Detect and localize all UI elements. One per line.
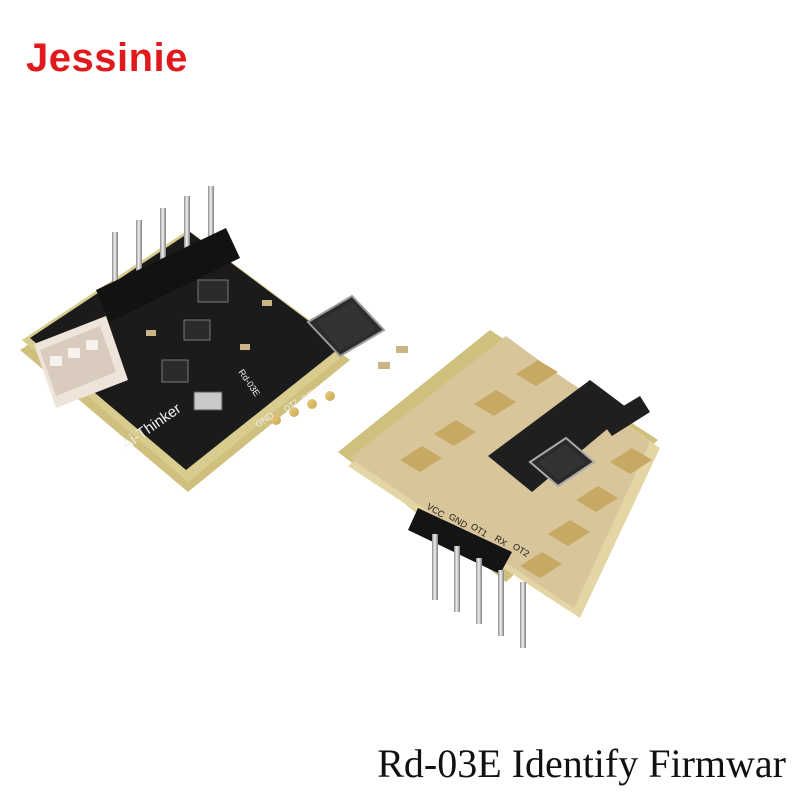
back-header-pins (408, 508, 526, 648)
back-radar-chip (528, 436, 596, 488)
brand-logo: Jessinie (26, 36, 188, 80)
back-board: VCC GND OT1 RX OT2 (338, 330, 660, 648)
front-silkscreen-pin-5v: 5V (322, 380, 336, 393)
product-caption: Rd-03E Identify Firmwar (377, 741, 786, 786)
front-radar-chip (306, 294, 386, 358)
front-board: Ai-Thinker Rd-03E GND OT2 OT1 5V (20, 186, 408, 492)
jst-connector (34, 316, 128, 408)
back-trace-band (488, 380, 630, 492)
antenna-patches (400, 360, 652, 578)
front-header-pins (96, 186, 240, 322)
